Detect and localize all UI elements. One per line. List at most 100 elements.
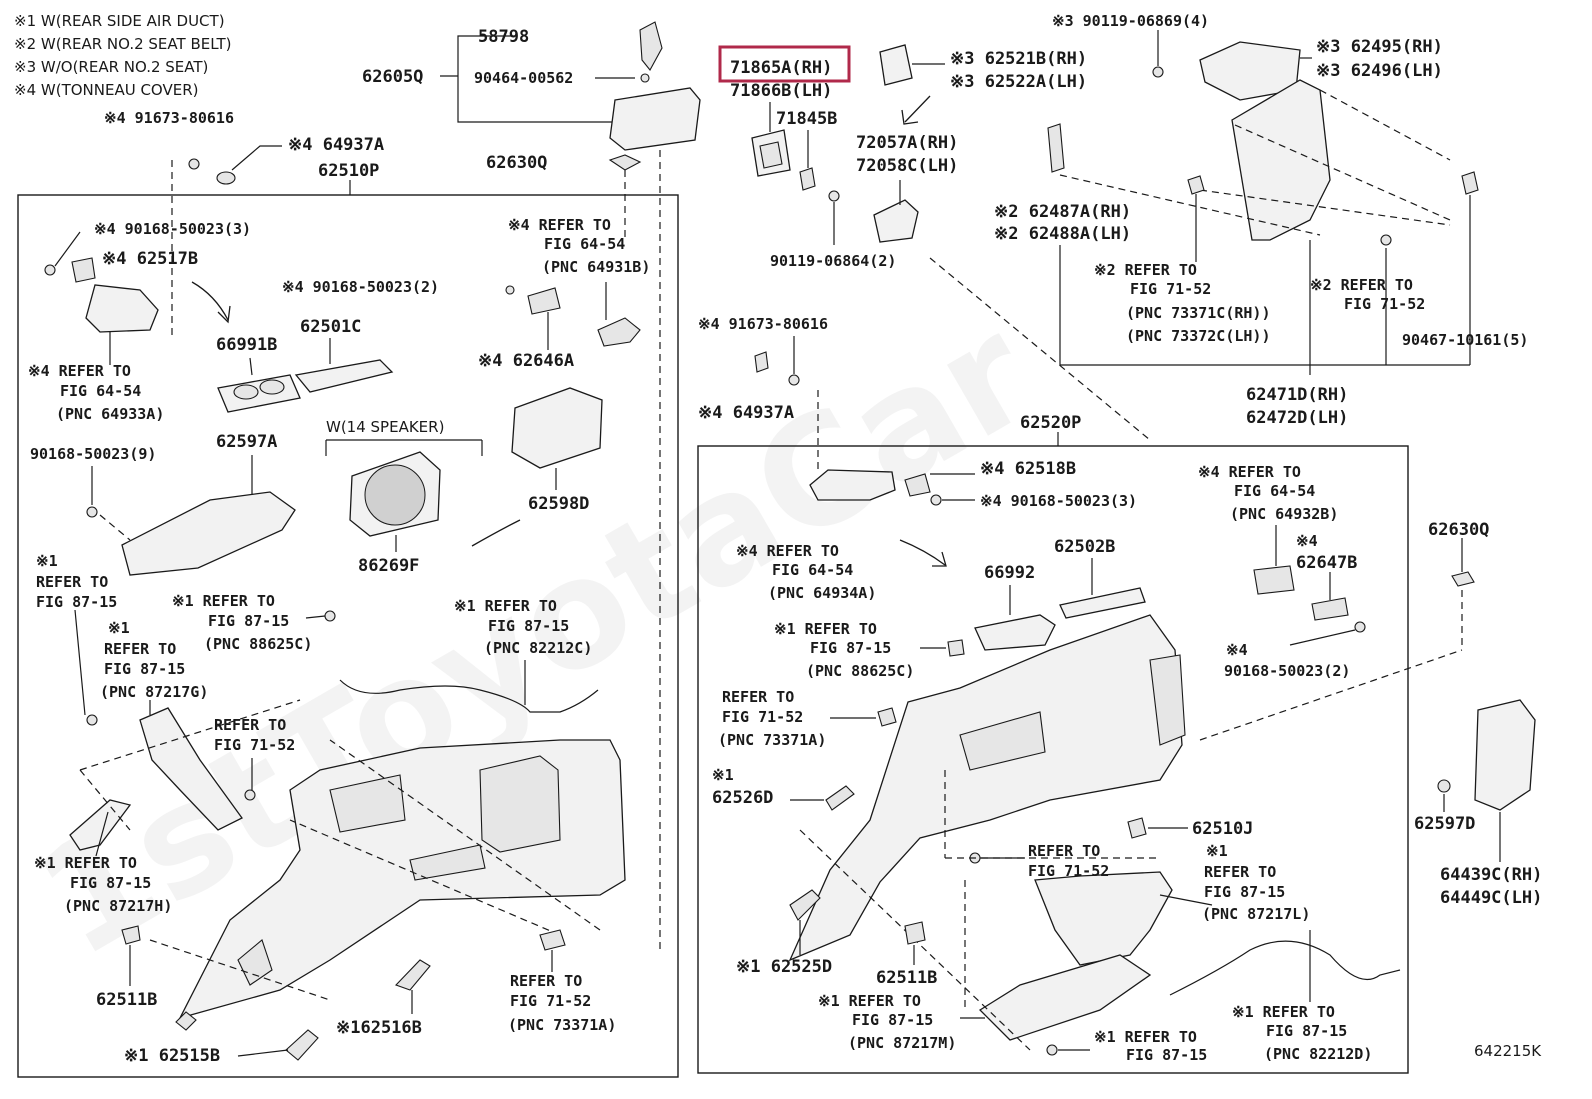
part-label: ※4 91673-80616 (104, 109, 234, 127)
ref-label: FIG 71-52 (1344, 295, 1425, 313)
trim-part-62501c (294, 359, 394, 393)
bracket-part-64932b (1253, 565, 1295, 595)
ref-label: (PNC 64933A) (56, 405, 164, 423)
ref-label: ※1 REFER TO (1094, 1028, 1197, 1046)
cover-part-62487a (1047, 123, 1065, 173)
ref-label: (PNC 87217M) (848, 1034, 956, 1052)
clip-part-62511b (904, 921, 926, 945)
ref-label: FIG 64-54 (772, 561, 853, 579)
dashed-guide (1234, 124, 1451, 221)
part-label: ※4 64937A (698, 403, 794, 423)
clip-part (324, 610, 336, 622)
part-label: 72058C(LH) (856, 156, 958, 176)
ref-label: FIG 87-15 (810, 639, 891, 657)
cap-part (754, 351, 769, 373)
clip-part (1461, 171, 1479, 195)
part-label: ※3 90119-06869(4) (1052, 12, 1209, 30)
part-label: 71845B (776, 109, 837, 129)
part-label: 62472D(LH) (1246, 408, 1348, 428)
part-label: ※4 (1226, 641, 1248, 659)
ref-label: ※1 REFER TO (1232, 1003, 1335, 1021)
bracket-part-62646a (527, 287, 561, 315)
ref-label: (PNC 73372C(LH)) (1126, 327, 1271, 345)
duct-part-64439c (1474, 699, 1536, 811)
part-label: 62501C (300, 317, 361, 337)
panel-opening (479, 755, 561, 853)
clip-part-71845b (799, 167, 816, 191)
clip-part (1380, 234, 1392, 246)
part-label: 62510P (318, 161, 379, 181)
direction-arrow (191, 281, 229, 321)
part-label: 62597A (216, 432, 277, 452)
part-label-highlighted[interactable]: 71865A(RH) (730, 58, 832, 78)
screw-part (788, 374, 800, 386)
ref-label: (PNC 64931B) (542, 258, 650, 276)
part-label: ※1 62525D (736, 957, 832, 977)
duct-part-62597a (121, 491, 296, 576)
cup-holder-part-66991b (217, 374, 301, 413)
part-label: ※1 62515B (124, 1046, 220, 1066)
cover-inner (759, 141, 783, 169)
part-label: 62510J (1192, 819, 1253, 839)
screw-part (86, 714, 98, 726)
dashed-guide (99, 514, 131, 541)
duct-part-87217g (139, 707, 243, 831)
ref-label: ※1 REFER TO (34, 854, 137, 872)
ref-label: (PNC 87217H) (64, 897, 172, 915)
legend-item: ※3 W/O(REAR NO.2 SEAT) (14, 58, 208, 76)
ref-label: FIG 87-15 (70, 874, 151, 892)
bracket-part-62517b (85, 284, 159, 333)
ref-label: (PNC 73371C(RH)) (1126, 304, 1271, 322)
vent-part-62526d (825, 785, 855, 811)
ref-label: (PNC 88625C) (204, 635, 312, 653)
bracket-part-62518b (809, 469, 896, 501)
vent-part-62516b (395, 959, 431, 991)
clip-part (947, 639, 965, 657)
cup-hole (259, 379, 285, 395)
part-label: ※2 62488A(LH) (994, 224, 1131, 244)
ref-label: (PNC 82212D) (1264, 1045, 1372, 1063)
dashed-guide (79, 699, 301, 771)
clip-part (1187, 175, 1205, 195)
part-labels: 58798 62605Q 90464-00562 ※4 91673-80616 … (28, 12, 1542, 1066)
clip-part (904, 473, 931, 497)
direction-arrow (899, 539, 946, 566)
part-label: ※4 64937A (288, 135, 384, 155)
clip-part-62630q (1451, 571, 1475, 587)
direction-arrow (471, 519, 521, 547)
part-label: ※4 90168-50023(3) (980, 492, 1137, 510)
part-label: ※3 62521B(RH) (950, 49, 1087, 69)
ref-label: ※1 REFER TO (172, 592, 275, 610)
part-label: 62471D(RH) (1246, 385, 1348, 405)
screw-part (44, 264, 56, 276)
panel-opening (1149, 654, 1186, 746)
leader-line (249, 357, 253, 376)
part-label: 90168-50023(9) (30, 445, 156, 463)
screw-part (930, 494, 942, 506)
ref-label: REFER TO (36, 573, 108, 591)
ref-label: FIG 87-15 (1126, 1046, 1207, 1064)
leader-line (54, 231, 81, 267)
duct-part-87217l (1034, 871, 1173, 966)
highlight-box-71865a (718, 45, 851, 83)
dashed-guide (79, 769, 131, 831)
panel-recess (237, 939, 273, 986)
ref-label: ※2 REFER TO (1310, 276, 1413, 294)
upper-trim-part-62471d (1231, 79, 1331, 241)
ref-label: ※4 REFER TO (28, 362, 131, 380)
part-label: 90464-00562 (474, 69, 573, 87)
quarter-trim-panel-62520p (788, 614, 1183, 962)
ref-label: FIG 71-52 (510, 992, 591, 1010)
part-label: 90467-10161(5) (1402, 331, 1528, 349)
part-label: 64439C(RH) (1440, 865, 1542, 885)
screw-part (828, 190, 840, 202)
leader-line (95, 811, 109, 857)
striker-part-62521b (879, 44, 913, 86)
clip-part (121, 925, 141, 945)
part-label: ※4 (1296, 532, 1318, 550)
part-label: 62526D (712, 788, 773, 808)
cover-part-62598d (511, 387, 603, 469)
part-label: ※4 62646A (478, 351, 574, 371)
screw-part (1046, 1044, 1058, 1056)
clip-part (244, 789, 256, 801)
